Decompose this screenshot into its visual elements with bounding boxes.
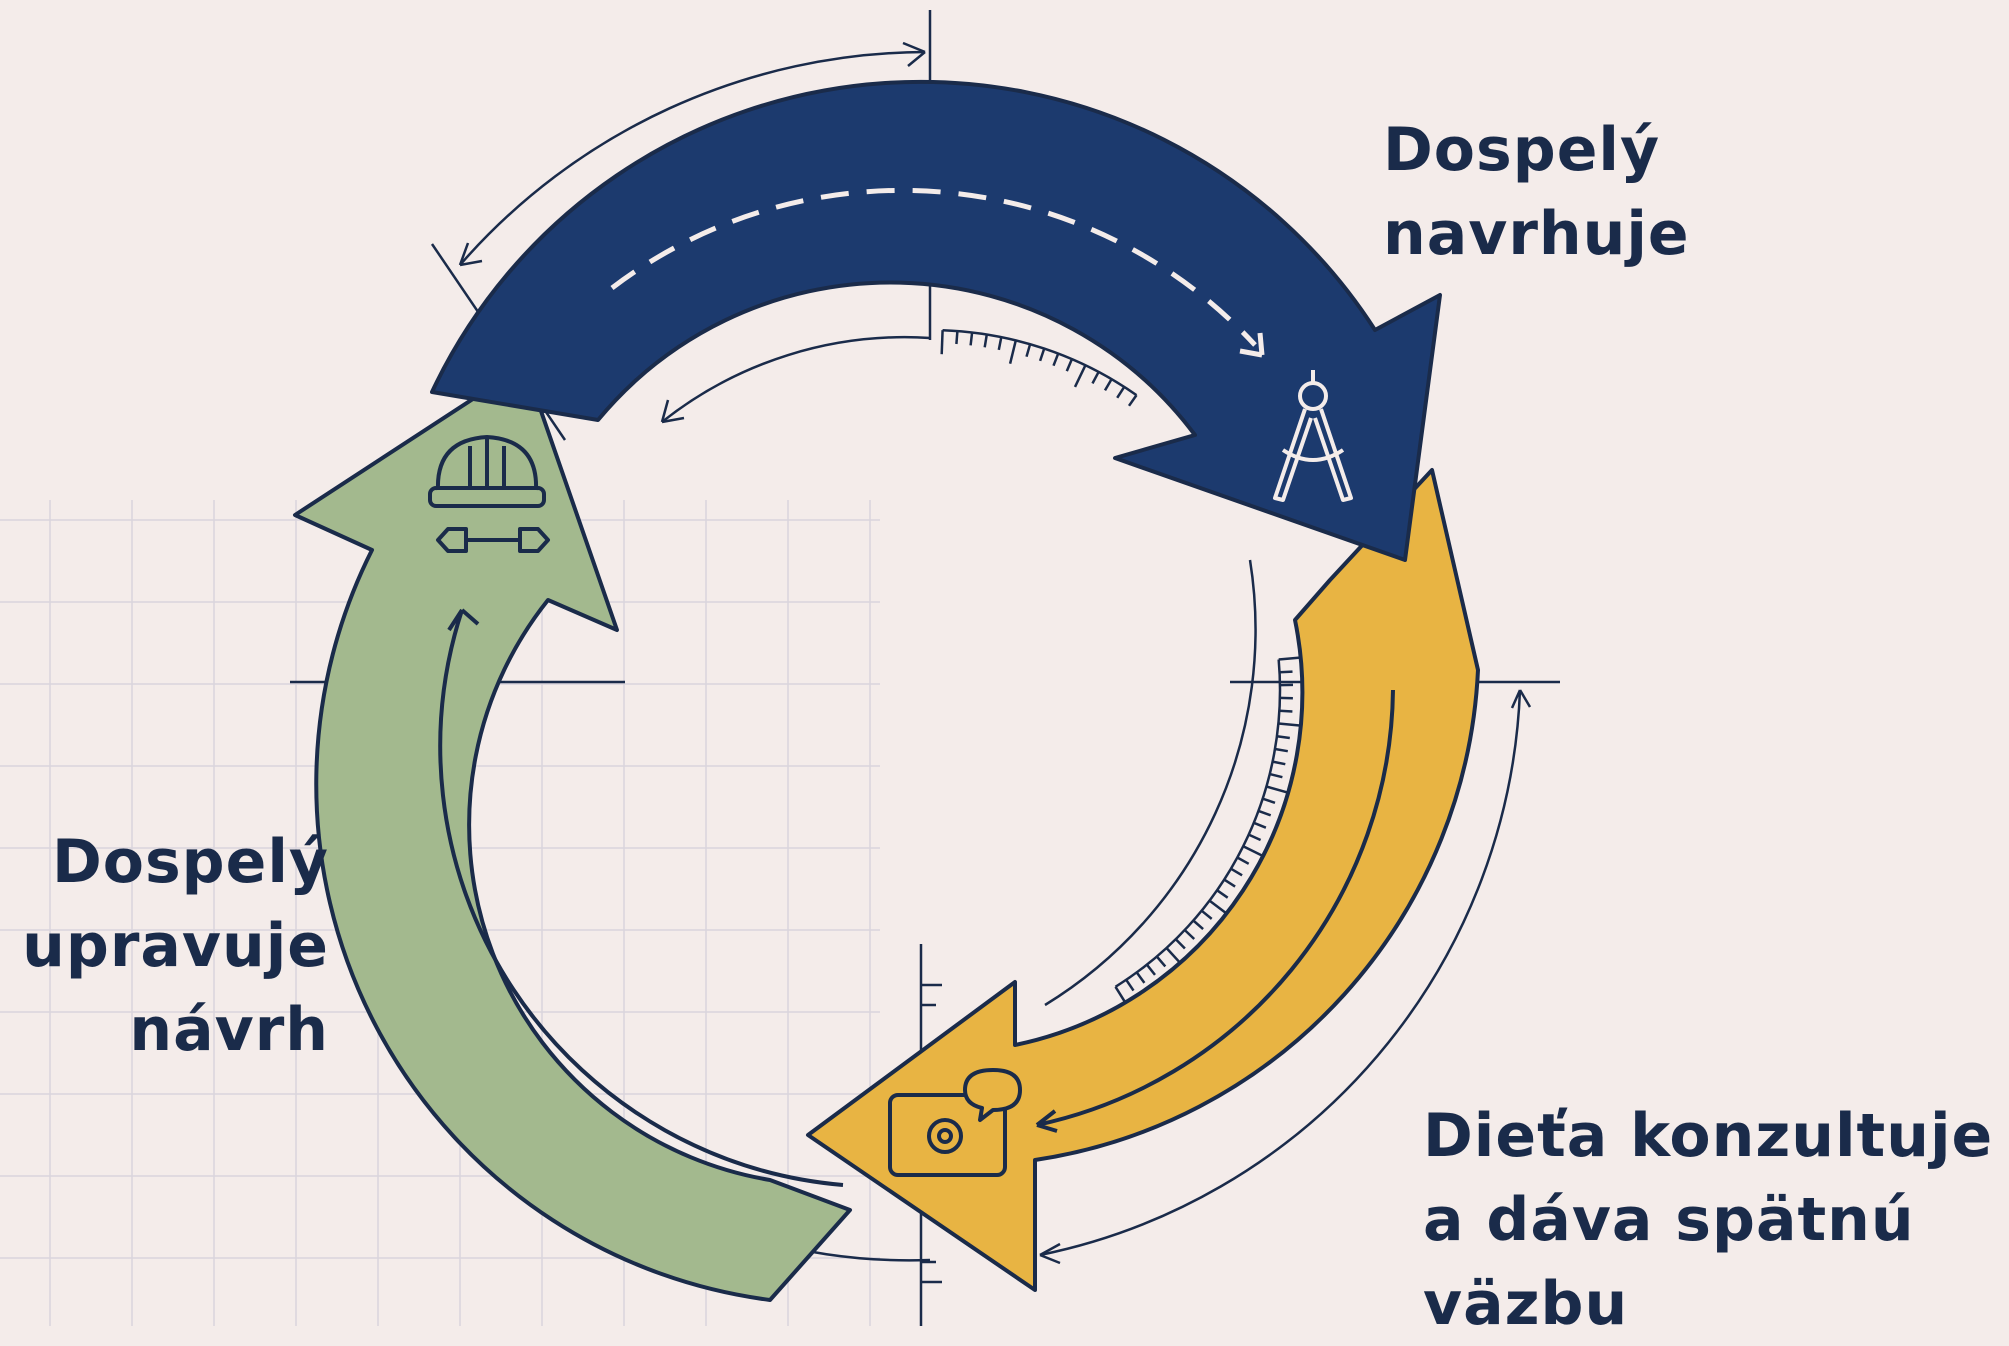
ruler-tick bbox=[1277, 736, 1290, 738]
ruler-tick bbox=[1010, 340, 1016, 363]
ruler-tick bbox=[1266, 787, 1289, 794]
ruler-tick bbox=[1147, 965, 1155, 975]
ruler-tick bbox=[1027, 344, 1031, 357]
ruler-tick bbox=[1157, 957, 1166, 967]
ruler-tick bbox=[942, 330, 943, 354]
ruler-tick bbox=[1193, 921, 1203, 930]
ruler-tick bbox=[1176, 939, 1185, 948]
stage-label-line: Dospelý bbox=[1383, 108, 1690, 192]
stage-label-line: návrh bbox=[0, 988, 329, 1072]
ruler-tick bbox=[1217, 890, 1228, 897]
ruler-tick bbox=[1054, 354, 1059, 366]
ruler-tick bbox=[1224, 880, 1235, 887]
ruler-tick bbox=[1093, 372, 1099, 384]
ruler-tick bbox=[1275, 749, 1288, 751]
stage-label-line: väzbu bbox=[1423, 1262, 1993, 1346]
ruler-tick bbox=[1254, 823, 1266, 828]
stage-label-child-consults: Dieťa konzultuje a dáva spätnú väzbu bbox=[1423, 1094, 1993, 1346]
stage-label-line: upravuje bbox=[0, 904, 329, 988]
ruler-tick bbox=[1280, 672, 1293, 673]
ruler-tick bbox=[1185, 930, 1195, 939]
ruler-tick bbox=[1040, 349, 1044, 361]
guide-arc-inner-top bbox=[662, 337, 930, 422]
ruler-tick bbox=[1137, 972, 1145, 983]
ruler-tick bbox=[1273, 762, 1286, 765]
ruler-tick bbox=[1231, 869, 1242, 876]
ruler-tick bbox=[1237, 858, 1248, 864]
ruler-tick bbox=[1263, 799, 1275, 803]
ruler-tick bbox=[1259, 811, 1271, 815]
ruler-tick bbox=[971, 333, 973, 346]
ruler-tick bbox=[985, 335, 987, 348]
stage-label-adult-designs: Dospelý navrhuje bbox=[1383, 108, 1690, 276]
ruler-tick bbox=[956, 331, 957, 344]
stage-label-line: Dospelý bbox=[0, 820, 329, 904]
stage-label-adult-revises: Dospelý upravuje návrh bbox=[0, 820, 329, 1072]
stage-label-line: a dáva spätnú bbox=[1423, 1178, 1993, 1262]
ruler-tick bbox=[1278, 724, 1302, 726]
ruler-tick bbox=[1067, 359, 1072, 371]
ruler-tick bbox=[1075, 365, 1085, 387]
ruler-tick bbox=[1279, 711, 1292, 712]
ruler-tick bbox=[1126, 980, 1133, 991]
ruler-tick bbox=[1270, 774, 1283, 777]
ruler-tick bbox=[999, 337, 1002, 350]
ruler-tick bbox=[1117, 387, 1124, 398]
ruler-tick bbox=[1249, 835, 1261, 840]
stage-label-line: navrhuje bbox=[1383, 192, 1690, 276]
ruler-tick bbox=[1129, 395, 1137, 406]
ruler-tick bbox=[1202, 911, 1212, 919]
ruler-tick bbox=[1105, 379, 1112, 390]
stage-label-line: Dieťa konzultuje bbox=[1423, 1094, 1993, 1178]
stage-arrow-gold bbox=[808, 470, 1478, 1290]
